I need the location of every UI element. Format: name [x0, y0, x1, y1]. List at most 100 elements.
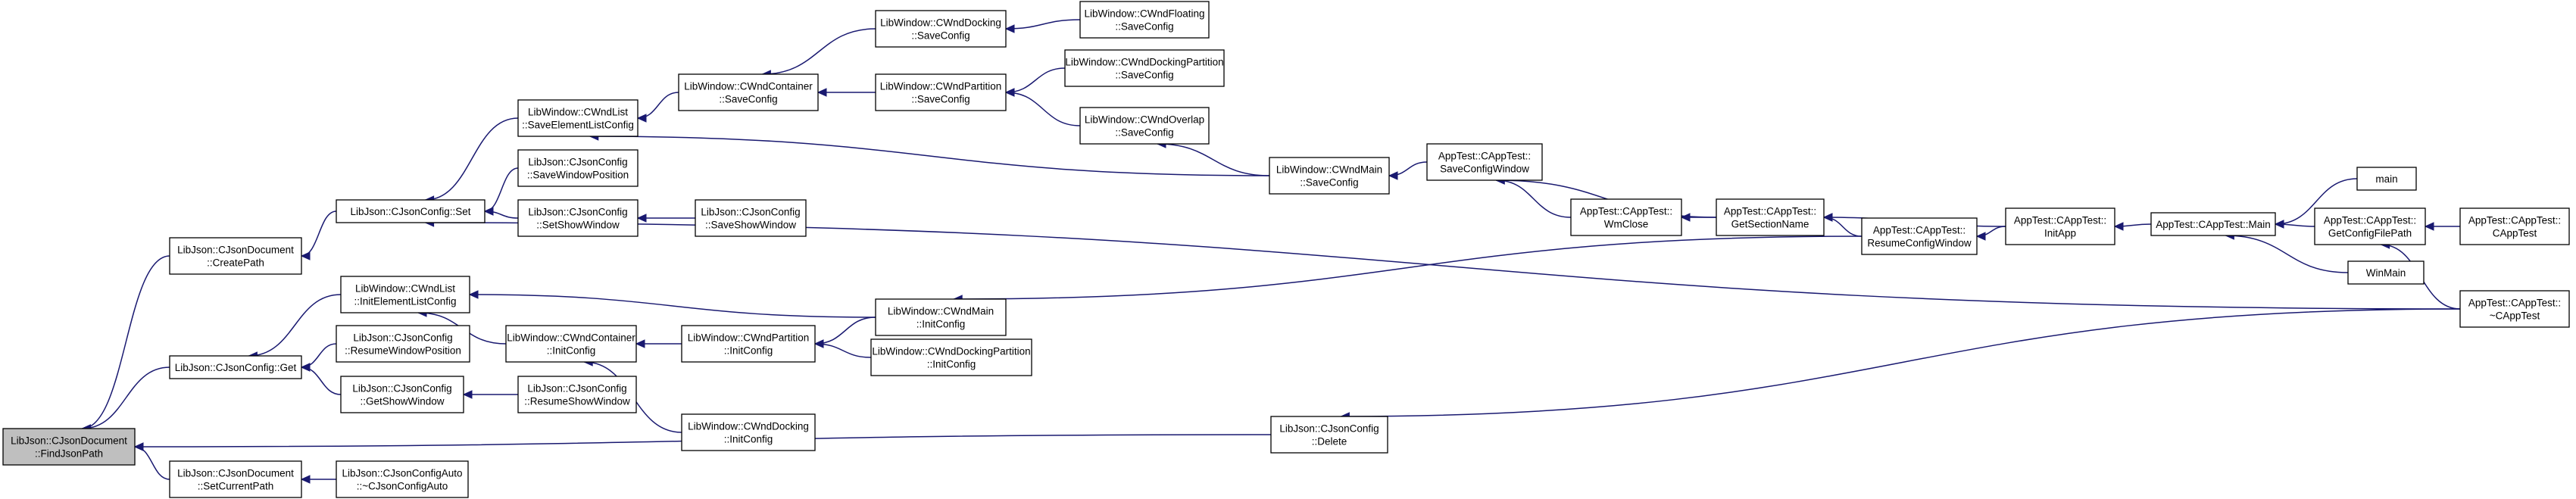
arrowhead: [483, 207, 494, 216]
node-delete[interactable]: LibJson::CJsonConfig::Delete: [1270, 416, 1388, 454]
node-initapp[interactable]: AppTest::CAppTest::InitApp: [2005, 207, 2115, 245]
node-box[interactable]: [1270, 416, 1388, 454]
node-continit[interactable]: LibWindow::CWndContainer::InitConfig: [505, 325, 637, 363]
node-box[interactable]: [169, 355, 302, 379]
node-box[interactable]: [681, 413, 816, 451]
node-label: LibWindow::CWndContainer: [684, 81, 813, 92]
node-partinit[interactable]: LibWindow::CWndPartition::InitConfig: [681, 325, 816, 363]
node-savewinpos[interactable]: LibJson::CJsonConfig::SaveWindowPosition: [517, 149, 639, 187]
node-label: ::SetShowWindow: [536, 220, 620, 231]
node-box[interactable]: [1570, 198, 1682, 236]
node-box[interactable]: [517, 99, 639, 137]
node-box[interactable]: [336, 460, 469, 498]
node-savelist[interactable]: LibWindow::CWndList::SaveElementListConf…: [517, 99, 639, 137]
arrowhead: [1388, 171, 1398, 180]
node-box[interactable]: [2314, 207, 2426, 245]
node-box[interactable]: [505, 325, 637, 363]
node-box[interactable]: [336, 325, 470, 363]
node-resumewinpos[interactable]: LibJson::CJsonConfig::ResumeWindowPositi…: [336, 325, 470, 363]
node-box[interactable]: [1716, 198, 1825, 236]
node-box[interactable]: [2150, 212, 2276, 236]
node-box[interactable]: [870, 338, 1032, 376]
node-getconfigfile[interactable]: AppTest::CAppTest::GetConfigFilePath: [2314, 207, 2426, 245]
node-box[interactable]: [875, 73, 1007, 111]
node-box[interactable]: [875, 10, 1007, 48]
node-box[interactable]: [2347, 260, 2425, 285]
node-box[interactable]: [336, 199, 486, 223]
node-label: ::InitConfig: [724, 434, 773, 445]
node-getsection[interactable]: AppTest::CAppTest::GetSectionName: [1716, 198, 1825, 236]
node-set[interactable]: LibJson::CJsonConfig::Set: [336, 199, 486, 223]
node-box[interactable]: [1079, 107, 1210, 145]
node-partsave[interactable]: LibWindow::CWndPartition::SaveConfig: [875, 73, 1007, 111]
node-box[interactable]: [340, 376, 464, 413]
node-box[interactable]: [1861, 217, 1978, 255]
node-getshow[interactable]: LibJson::CJsonConfig::GetShowWindow: [340, 376, 464, 413]
node-box[interactable]: [1064, 49, 1225, 87]
node-resumeconfig[interactable]: AppTest::CAppTest::ResumeConfigWindow: [1861, 217, 1978, 255]
node-label: GetConfigFilePath: [2328, 228, 2412, 239]
node-label: LibWindow::CWndDockingPartition: [872, 346, 1030, 357]
node-box[interactable]: [695, 199, 807, 237]
node-box[interactable]: [1269, 157, 1390, 195]
node-box[interactable]: [340, 276, 470, 313]
node-get[interactable]: LibJson::CJsonConfig::Get: [169, 355, 302, 379]
node-box[interactable]: [517, 149, 639, 187]
node-winmain[interactable]: WinMain: [2347, 260, 2425, 285]
node-label: LibWindow::CWndPartition: [880, 81, 1002, 92]
node-jcauto[interactable]: LibJson::CJsonConfigAuto::~CJsonConfigAu…: [336, 460, 469, 498]
node-label: ::InitConfig: [547, 345, 596, 357]
node-docksave[interactable]: LibWindow::CWndDocking::SaveConfig: [875, 10, 1007, 48]
node-wmclose[interactable]: AppTest::CAppTest::WmClose: [1570, 198, 1682, 236]
node-setshow[interactable]: LibJson::CJsonConfig::SetShowWindow: [517, 199, 639, 237]
node-box[interactable]: [2459, 290, 2570, 328]
node-overlapsave[interactable]: LibWindow::CWndOverlap::SaveConfig: [1079, 107, 1210, 145]
node-initlist[interactable]: LibWindow::CWndList::InitElementListConf…: [340, 276, 470, 313]
arrowhead: [133, 442, 144, 451]
node-maininit[interactable]: LibWindow::CWndMain::InitConfig: [875, 298, 1007, 336]
node-label: ::InitConfig: [927, 359, 976, 370]
node-label: AppTest::CAppTest::: [1580, 206, 1672, 217]
node-box[interactable]: [2356, 167, 2417, 191]
node-box[interactable]: [681, 325, 816, 363]
node-root[interactable]: LibJson::CJsonDocument::FindJsonPath: [2, 428, 136, 466]
node-label: ::Delete: [1312, 436, 1347, 448]
node-dockpartsave[interactable]: LibWindow::CWndDockingPartition::SaveCon…: [1064, 49, 1225, 87]
node-box[interactable]: [875, 298, 1007, 336]
node-box[interactable]: [517, 199, 639, 237]
node-box[interactable]: [169, 460, 302, 498]
arrowhead: [300, 363, 311, 372]
node-box[interactable]: [2005, 207, 2115, 245]
node-label: AppTest::CAppTest::: [2468, 298, 2561, 309]
node-box[interactable]: [678, 73, 819, 111]
node-floatsave[interactable]: LibWindow::CWndFloating::SaveConfig: [1079, 1, 1210, 39]
edge-dockpartsave-to-partsave: [1005, 67, 1066, 93]
node-saveshow[interactable]: LibJson::CJsonConfig::SaveShowWindow: [695, 199, 807, 237]
node-ctor[interactable]: AppTest::CAppTest::CAppTest: [2459, 207, 2570, 245]
node-box[interactable]: [169, 237, 302, 275]
edge-dtor-to-set: [425, 222, 2461, 310]
node-label: LibJson::CJsonDocument: [177, 245, 294, 256]
node-label: LibWindow::CWndMain: [888, 306, 994, 317]
node-label: LibJson::CJsonConfig: [353, 332, 452, 344]
node-contsave[interactable]: LibWindow::CWndContainer::SaveConfig: [678, 73, 819, 111]
node-mainsave[interactable]: LibWindow::CWndMain::SaveConfig: [1269, 157, 1390, 195]
node-dockpartinit[interactable]: LibWindow::CWndDockingPartition::InitCon…: [870, 338, 1032, 376]
node-createpath[interactable]: LibJson::CJsonDocument::CreatePath: [169, 237, 302, 275]
node-box[interactable]: [517, 376, 637, 413]
node-label: ::InitConfig: [916, 319, 966, 330]
edge-savewinpos-to-set: [484, 167, 519, 212]
node-box[interactable]: [2459, 207, 2570, 245]
node-box[interactable]: [1079, 1, 1210, 39]
node-main[interactable]: main: [2356, 167, 2417, 191]
node-box[interactable]: [2, 428, 136, 466]
node-setcurrentpath[interactable]: LibJson::CJsonDocument::SetCurrentPath: [169, 460, 302, 498]
node-label: ::SaveWindowPosition: [527, 170, 629, 181]
node-resumeshow[interactable]: LibJson::CJsonConfig::ResumeShowWindow: [517, 376, 637, 413]
node-dockinit[interactable]: LibWindow::CWndDocking::InitConfig: [681, 413, 816, 451]
node-saveconfigwin[interactable]: AppTest::CAppTest::SaveConfigWindow: [1426, 143, 1543, 181]
node-box[interactable]: [1426, 143, 1543, 181]
node-dtor[interactable]: AppTest::CAppTest::~CAppTest: [2459, 290, 2570, 328]
node-appmain[interactable]: AppTest::CAppTest::Main: [2150, 212, 2276, 236]
edge-floatsave-to-docksave: [1005, 19, 1081, 30]
